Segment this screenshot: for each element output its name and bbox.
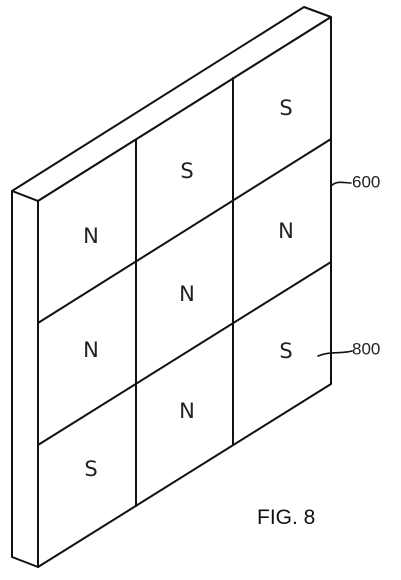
grid-line-horizontal-1 bbox=[37, 138, 332, 324]
magnet-pole-label: S bbox=[180, 159, 193, 183]
magnet-pole-label: S bbox=[84, 457, 97, 481]
magnet-pole-label: N bbox=[179, 282, 195, 306]
figure-label: FIG. 8 bbox=[257, 506, 315, 529]
magnet-pole-label: N bbox=[278, 219, 294, 243]
leader-line-600 bbox=[330, 181, 352, 187]
reference-numeral-800: 800 bbox=[352, 339, 380, 358]
magnet-pole-label: S bbox=[279, 96, 292, 120]
magnet-pole-label: N bbox=[83, 338, 99, 362]
magnet-pole-label: N bbox=[83, 224, 99, 248]
grid-line-horizontal-2 bbox=[37, 261, 332, 446]
magnet-pole-label: S bbox=[279, 339, 292, 363]
leader-line-800 bbox=[317, 350, 353, 357]
magnet-pole-label: N bbox=[179, 399, 195, 423]
reference-numeral-600: 600 bbox=[352, 172, 380, 191]
plate-side-face bbox=[11, 190, 39, 568]
